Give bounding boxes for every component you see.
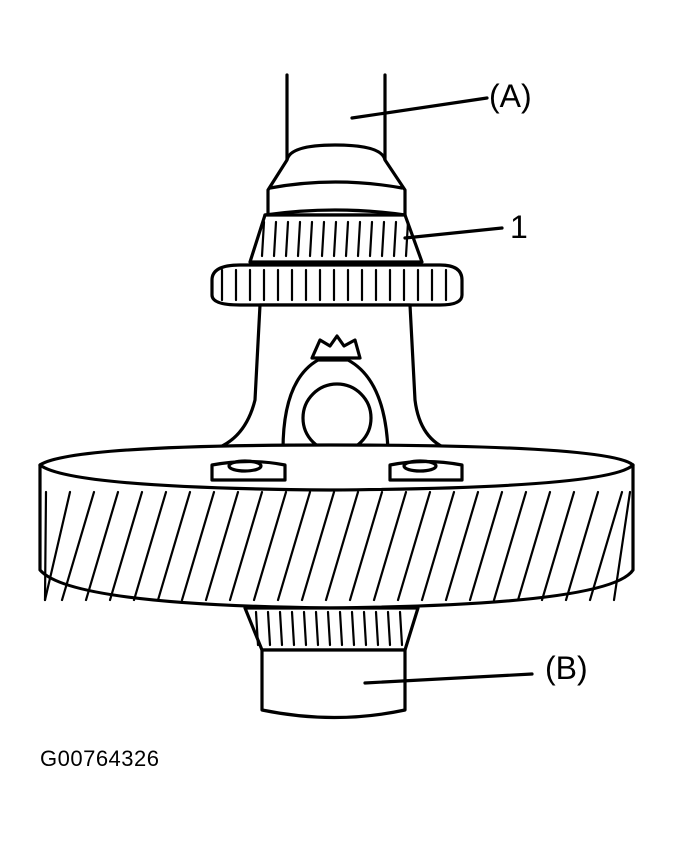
bearing-1: [248, 208, 424, 264]
helical-gear: [38, 443, 635, 610]
callout-b-label: (B): [545, 650, 588, 686]
callout-part-1-label: 1: [510, 209, 528, 245]
shaft-housing: [210, 303, 452, 454]
callout-a-label: (A): [489, 78, 532, 114]
leader-lines: [350, 96, 534, 685]
figure-code: G00764326: [40, 746, 160, 771]
collar-ring: [210, 263, 464, 307]
support-tool-b: [260, 648, 407, 720]
lower-bearing: [243, 606, 420, 652]
press-tool-a: [266, 73, 407, 217]
